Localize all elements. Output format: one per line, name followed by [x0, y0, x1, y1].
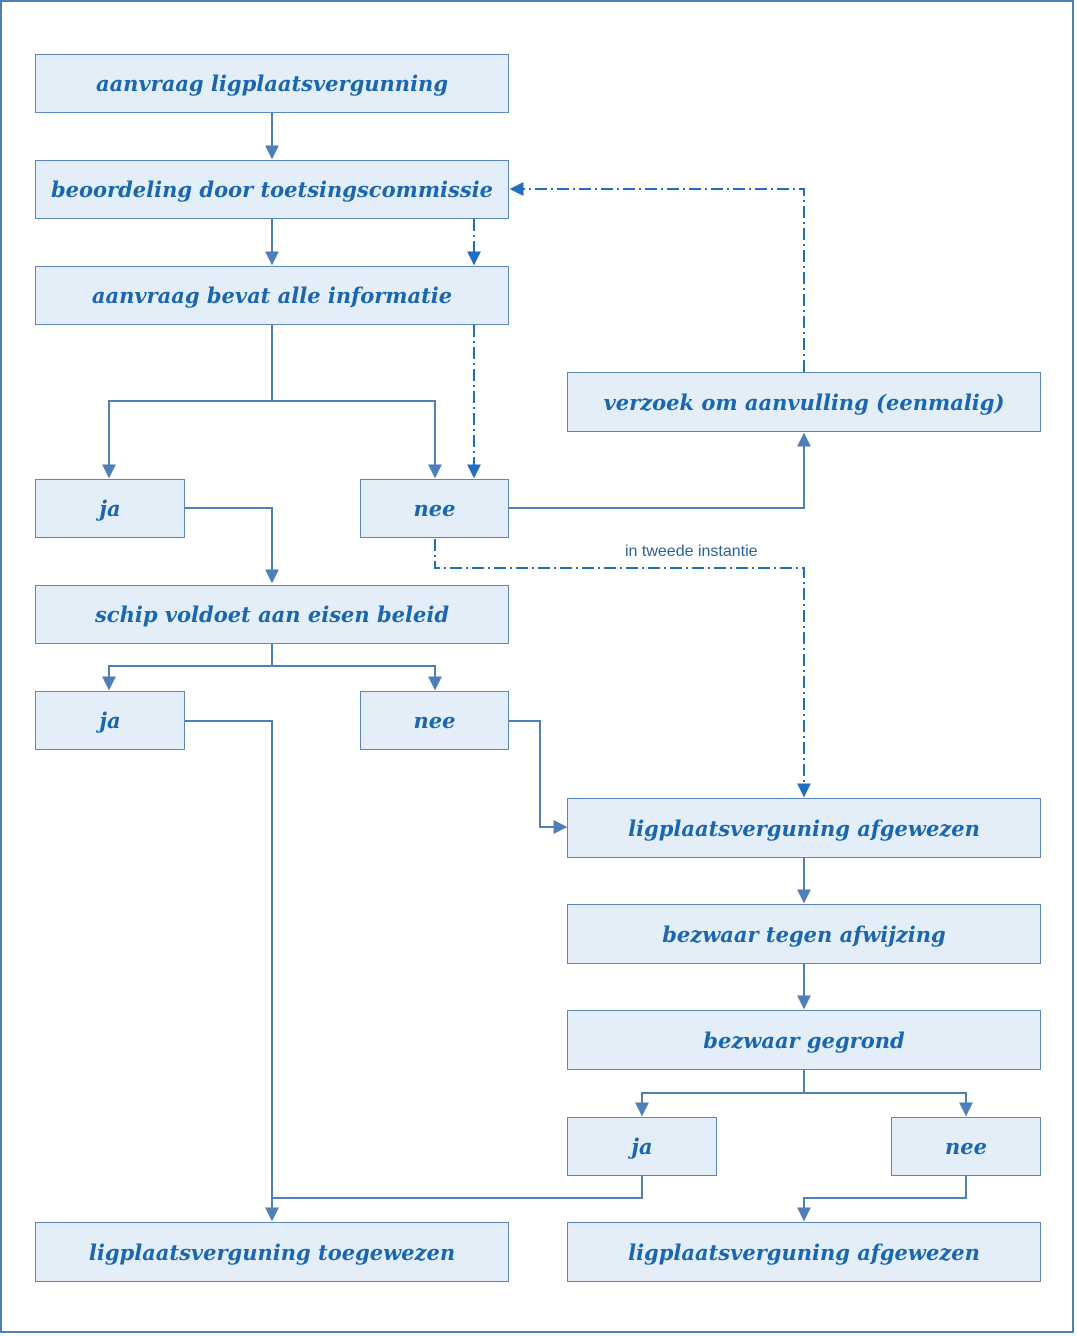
edge-voldoet-split — [102, 644, 273, 691]
node-nee-1: nee — [360, 479, 509, 538]
edge-gegrond-nee3 — [804, 1092, 973, 1117]
node-bezwaar: bezwaar tegen afwijzing — [567, 904, 1041, 964]
node-gegrond: bezwaar gegrond — [567, 1010, 1041, 1070]
node-ja-3: ja — [567, 1117, 717, 1176]
node-toegewezen: ligplaatsverguning toegewezen — [35, 1222, 509, 1282]
node-ja-2: ja — [35, 691, 185, 750]
edge-nee1-verzoek — [509, 432, 811, 509]
node-beoordeling: beoordeling door toetsingscommissie — [35, 160, 509, 219]
edge-nee2-afgewezen1 — [509, 720, 568, 834]
edge-nee1-afgewezen1-dashed — [434, 539, 811, 798]
node-ja-1: ja — [35, 479, 185, 538]
edge-verzoek-beoordeling — [509, 182, 805, 372]
node-nee-3: nee — [891, 1117, 1041, 1176]
node-verzoek: verzoek om aanvulling (eenmalig) — [567, 372, 1041, 432]
node-voldoet: schip voldoet aan eisen beleid — [35, 585, 509, 644]
node-bevat-info: aanvraag bevat alle informatie — [35, 266, 509, 325]
edge-ja1-voldoet — [185, 507, 279, 584]
edge-nee3-afgewezen2 — [797, 1176, 967, 1222]
node-nee-2: nee — [360, 691, 509, 750]
node-afgewezen-1: ligplaatsverguning afgewezen — [567, 798, 1041, 858]
edge-bevat-nee1 — [272, 400, 442, 479]
edge-ja3-toegewezen — [272, 1176, 643, 1199]
edge-label-tweede-instantie: in tweede instantie — [621, 543, 762, 561]
edge-bevat-ja1 — [102, 400, 272, 479]
edge-gegrond-ja3 — [635, 1070, 805, 1117]
node-afgewezen-2: ligplaatsverguning afgewezen — [567, 1222, 1041, 1282]
node-aanvraag: aanvraag ligplaatsvergunning — [35, 54, 509, 113]
edge-ja2-toegewezen — [185, 720, 279, 1222]
edge-voldoet-nee2 — [272, 665, 442, 691]
